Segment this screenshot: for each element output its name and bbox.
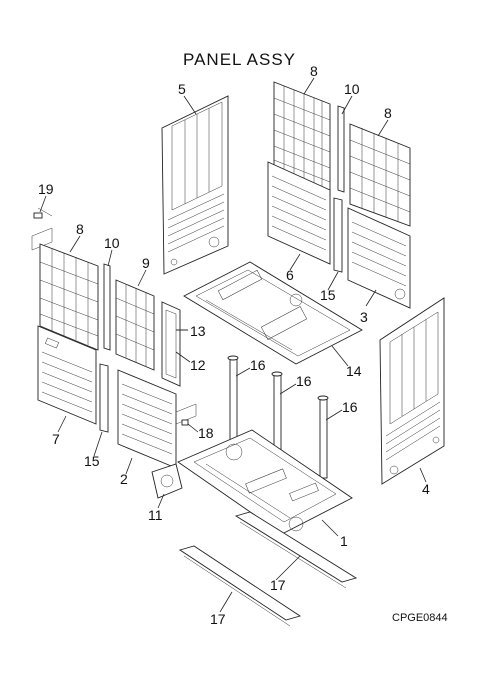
frame-12 [161,301,188,387]
callout-10-top: 10 [344,81,360,97]
callout-17-a: 17 [270,577,286,593]
leader-lines [39,77,427,613]
post-15-left [99,363,109,433]
panel-4 [379,297,445,485]
callout-16-c: 16 [342,399,358,415]
callout-19: 19 [38,181,54,197]
callout-5: 5 [178,81,186,97]
grille-8-left [39,243,99,351]
roof-panel-14 [183,261,363,365]
grille-9 [115,279,155,371]
callout-13: 13 [190,323,206,339]
callout-11: 11 [148,507,163,523]
callout-1: 1 [340,533,348,549]
grille-8-right [349,123,411,227]
post-15-top [333,197,343,273]
panel-6 [267,161,331,265]
part-11 [151,463,183,499]
diagram-title: PANEL ASSY [183,50,296,69]
clip-18 [175,403,197,426]
panel-7 [37,325,97,425]
callout-3: 3 [360,309,368,325]
callout-14: 14 [346,363,362,379]
callout-18: 18 [198,425,214,441]
callout-2: 2 [120,471,128,487]
callout-15-left: 15 [84,453,100,469]
callout-16-b: 16 [296,373,312,389]
panel-3 [347,207,411,309]
panel-2 [117,369,177,469]
callouts: 5 8 10 8 19 8 10 9 6 15 3 13 12 14 16 16… [38,63,430,627]
rails-17 [178,511,358,627]
strip-10-top [337,105,345,193]
callout-10-left: 10 [104,235,120,251]
strip-10-left [103,263,111,351]
callout-15-top: 15 [320,287,336,303]
drawing-code: CPGE0844 [392,612,448,624]
base-frame-1 [177,429,353,535]
callout-7: 7 [52,431,60,447]
callout-8-left: 8 [76,221,84,237]
clip-19 [31,207,53,251]
callout-6: 6 [286,267,294,283]
callout-17-b: 17 [210,611,226,627]
callout-9: 9 [142,255,150,271]
callout-12: 12 [190,357,206,373]
callout-8-right: 8 [384,105,392,121]
panel-5 [161,95,229,275]
callout-8-top: 8 [310,63,318,79]
callout-4: 4 [422,481,430,497]
callout-16-a: 16 [250,357,266,373]
